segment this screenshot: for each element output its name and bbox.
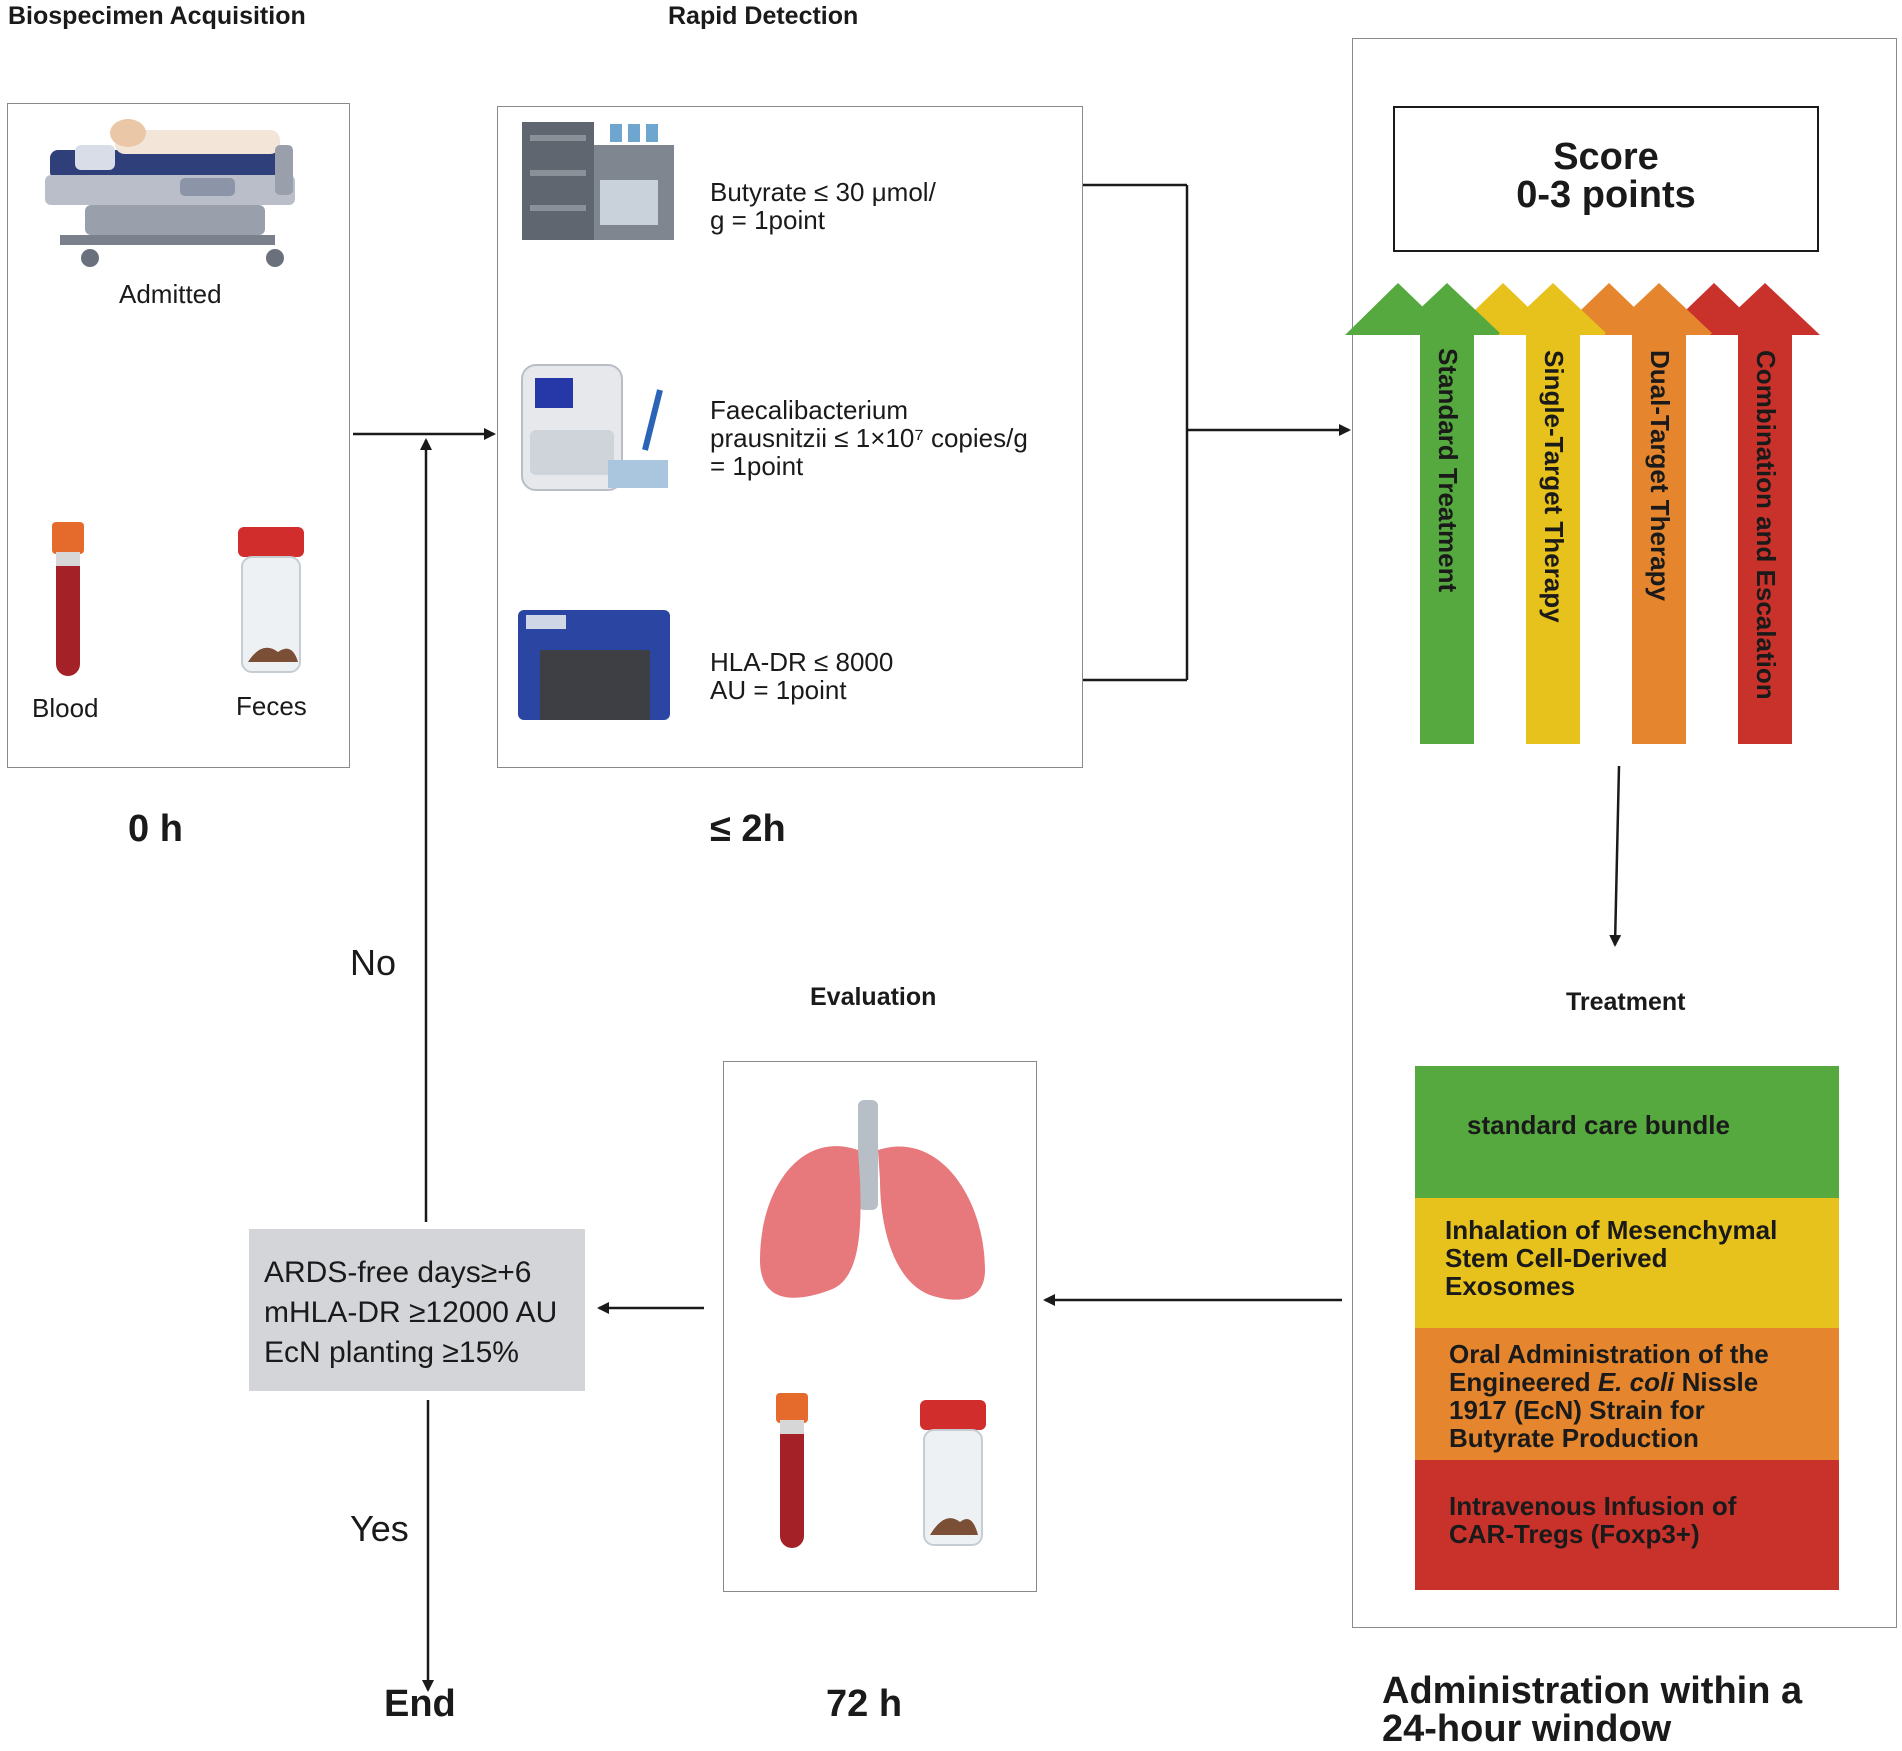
treatment-standard-care: standard care bundle — [1415, 1066, 1839, 1198]
criterion-mhla-dr: mHLA-DR ≥12000 AU — [264, 1296, 558, 1329]
time-2h: ≤ 2h — [710, 808, 786, 850]
score-title: Score — [1553, 136, 1659, 178]
score-box: Score 0-3 points — [1393, 106, 1819, 252]
blood-tube-icon — [52, 522, 84, 676]
flow-label-no: No — [350, 942, 397, 983]
heading-rapid-detection: Rapid Detection — [668, 2, 859, 30]
label-feces: Feces — [236, 691, 307, 721]
arrow-shaft-dual — [1632, 330, 1686, 744]
criterion-butyrate: Butyrate ≤ 30 μmol/g = 1point — [710, 177, 936, 235]
heading-biospecimen-acquisition: Biospecimen Acquisition — [8, 2, 306, 30]
arrow-shaft-combination — [1738, 330, 1792, 744]
pcr-machine-icon — [521, 364, 668, 491]
flow-label-end: End — [384, 1683, 456, 1725]
arrow-label-combination: Combination and Escalation — [1751, 350, 1781, 700]
feces-container-icon — [238, 527, 304, 673]
chromatography-instrument-icon — [522, 122, 674, 240]
administration-window-label: Administration within a 24-hour window — [1382, 1670, 1803, 1750]
feces-container-icon — [920, 1400, 986, 1546]
arrow-shaft-single — [1526, 330, 1580, 744]
criterion-ecn-planting: EcN planting ≥15% — [264, 1336, 519, 1369]
flow-cytometer-icon — [518, 610, 670, 720]
hospital-bed-icon — [45, 119, 295, 267]
arrow-label-standard: Standard Treatment — [1433, 348, 1463, 593]
criterion-ards-free-days: ARDS-free days≥+6 — [264, 1256, 532, 1289]
lungs-icon — [760, 1100, 985, 1300]
arrow-shaft-standard — [1420, 330, 1474, 744]
outcome-criteria-box: ARDS-free days≥+6 mHLA-DR ≥12000 AU EcN … — [249, 1229, 585, 1391]
arrow-label-dual: Dual-Target Therapy — [1645, 350, 1675, 601]
blood-tube-icon — [776, 1393, 808, 1548]
score-range: 0-3 points — [1516, 174, 1696, 216]
arrow-label-single: Single-Target Therapy — [1539, 350, 1569, 623]
label-blood: Blood — [32, 693, 99, 723]
flow-label-yes: Yes — [350, 1508, 409, 1549]
time-0h: 0 h — [128, 808, 183, 850]
time-72h: 72 h — [826, 1683, 903, 1725]
heading-evaluation: Evaluation — [810, 983, 937, 1011]
connector-lines — [353, 183, 1622, 1692]
heading-treatment: Treatment — [1566, 988, 1686, 1016]
label-admitted: Admitted — [119, 279, 222, 309]
